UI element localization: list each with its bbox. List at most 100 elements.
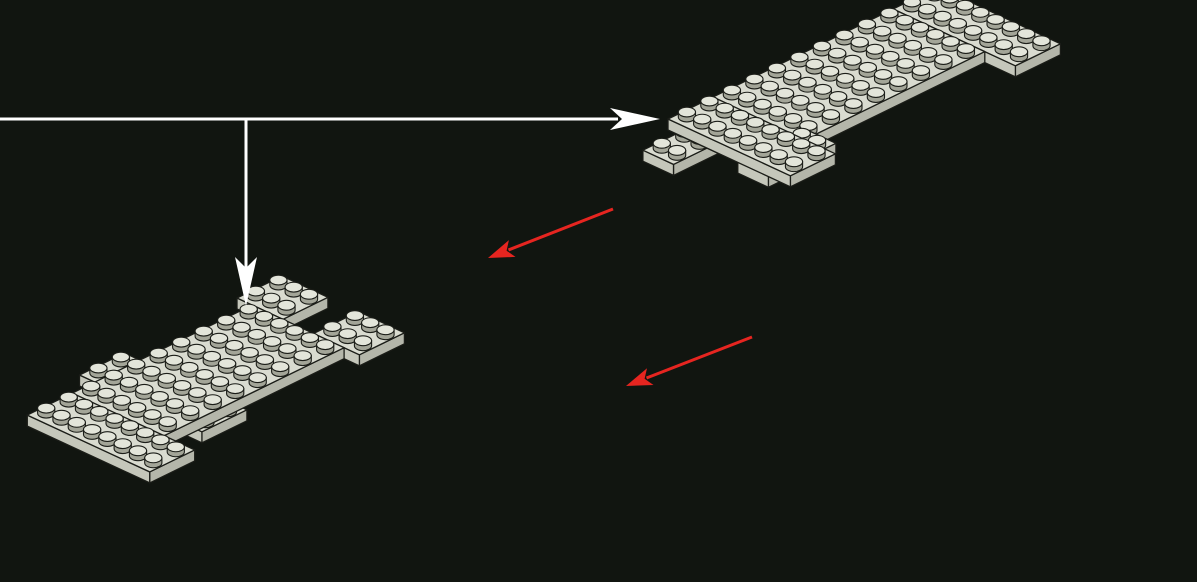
stud [83,381,100,396]
stud [255,311,272,326]
stud [114,439,131,454]
stud [151,392,168,407]
stud [716,103,733,118]
stud [145,453,162,468]
stud [668,145,685,160]
stud [807,103,824,118]
stud [278,300,295,315]
stud [152,435,169,450]
stud [144,410,161,425]
stud [324,322,341,337]
stud [174,381,191,396]
stud [866,44,883,59]
stud [210,333,227,348]
stud [837,73,854,88]
stud [995,40,1012,55]
stud [294,351,311,366]
stud [942,37,959,52]
stud [653,138,670,153]
stud [912,66,929,81]
stud [859,62,876,77]
stud [987,15,1004,30]
stud [166,399,183,414]
stud [346,311,363,326]
stud [890,77,907,92]
stud [263,293,280,308]
stud [822,110,839,125]
stud [896,15,913,30]
stud [219,359,236,374]
stud [755,143,772,158]
stud [934,11,951,26]
stud [60,392,77,407]
stud [911,22,928,37]
stud [830,92,847,107]
stud [761,81,778,96]
stud [53,410,70,425]
stud [972,7,989,22]
stud [112,352,129,367]
stud [919,4,936,19]
stud [129,446,146,461]
stud [881,8,898,23]
stud [90,363,107,378]
stud [121,421,138,436]
stud [256,355,273,370]
stud [248,329,265,344]
stud [91,406,108,421]
stud [875,70,892,85]
stud [159,417,176,432]
stud [678,107,695,122]
stud [768,63,785,78]
stud [791,52,808,67]
stud [904,40,921,55]
stud [949,18,966,33]
stud [935,55,952,70]
stud [301,333,318,348]
stud [785,157,802,172]
stud [196,370,213,385]
stud [776,88,793,103]
stud [377,325,394,340]
stud [740,136,757,151]
stud [129,403,146,418]
stud [249,373,266,388]
stud [167,442,184,457]
stud [317,340,334,355]
stud [226,340,243,355]
stud [747,117,764,132]
stud [845,99,862,114]
stud [173,337,190,352]
stud [941,0,958,8]
stud [769,106,786,121]
stud [874,26,891,41]
stud [300,289,317,304]
stud [723,85,740,100]
stud [105,370,122,385]
stud [279,344,296,359]
stud [858,19,875,34]
stud [113,395,130,410]
stud [754,99,771,114]
stud [814,84,831,99]
stud [137,428,154,443]
stud [286,326,303,341]
stud [354,336,371,351]
stud [806,59,823,74]
stud [233,322,250,337]
stud [234,366,251,381]
stud [965,26,982,41]
stud [1018,29,1035,44]
stud [362,318,379,333]
stud [143,366,160,381]
stud [731,110,748,125]
stud [808,146,825,161]
stud [1002,22,1019,37]
stud [203,351,220,366]
stud [903,0,920,12]
stud [195,326,212,341]
stud [844,55,861,70]
stud [181,362,198,377]
stud [1010,47,1027,62]
stud [784,70,801,85]
